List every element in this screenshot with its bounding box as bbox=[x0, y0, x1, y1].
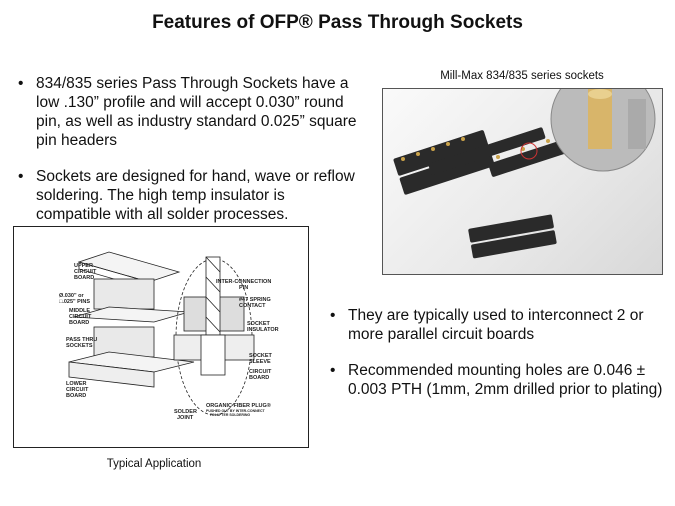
right-bullet-list: They are typically used to interconnect … bbox=[330, 306, 665, 416]
bullet-item: Sockets are designed for hand, wave or r… bbox=[18, 167, 363, 224]
left-bullet-list: 834/835 series Pass Through Sockets have… bbox=[18, 74, 363, 241]
sockets-photo-image bbox=[393, 89, 656, 259]
bullet-item: Recommended mounting holes are 0.046 ± 0… bbox=[330, 361, 665, 399]
diagram-caption: Typical Application bbox=[106, 458, 202, 470]
label-pins: Ø.030" or□.025" PINS bbox=[59, 293, 90, 305]
label-organic-fiber-plug: ORGANIC FIBER PLUG®PUSHED OUT BY INTER-C… bbox=[206, 402, 271, 417]
sockets-photo bbox=[382, 88, 663, 275]
bullet-item: 834/835 series Pass Through Sockets have… bbox=[18, 74, 363, 150]
bullet-item: They are typically used to interconnect … bbox=[330, 306, 665, 344]
slide-title: Features of OFP® Pass Through Sockets bbox=[152, 12, 523, 33]
photo-caption: Mill-Max 834/835 series sockets bbox=[440, 70, 604, 82]
